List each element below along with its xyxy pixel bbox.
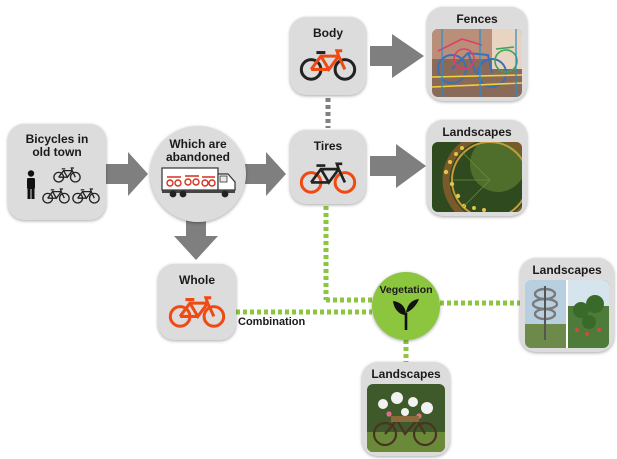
node-label: Fences — [456, 12, 498, 26]
landscapes-right-photo — [525, 280, 609, 348]
arrow-tires-to-landscapes — [370, 144, 426, 188]
arrow-body-to-fences — [370, 34, 424, 78]
arrow-abandoned-to-tires — [244, 152, 286, 196]
landscapes-bottom-photo — [367, 384, 445, 452]
fences-photo — [432, 29, 522, 97]
edge-label-combination: Combination — [238, 316, 306, 328]
bicycle-icon — [168, 296, 226, 328]
bicycle-icon — [53, 167, 81, 183]
node-label: Bicycles in old town — [25, 132, 89, 159]
node-label: Vegetation — [379, 284, 433, 296]
node-landscapes-tires: Landscapes — [427, 120, 527, 216]
bicycle-icon — [299, 49, 357, 81]
node-label: Landscapes — [442, 125, 512, 139]
landscapes-tires-photo — [432, 142, 522, 212]
node-label: Which are abandoned — [166, 137, 231, 164]
node-whole: Whole — [158, 264, 236, 340]
node-abandoned: Which are abandoned — [150, 126, 246, 222]
bicycle-icon — [72, 188, 100, 204]
sprout-icon — [393, 299, 419, 330]
arrow-bicycles-to-abandoned — [104, 152, 148, 196]
node-bicycles-old-town: Bicycles in old town — [8, 124, 106, 220]
node-label: Tires — [313, 139, 343, 153]
node-landscapes-bottom: Landscapes — [362, 362, 450, 456]
node-tires: Tires — [290, 130, 366, 204]
arrow-abandoned-to-whole — [174, 214, 218, 260]
truck-icon — [161, 167, 236, 198]
node-body: Body — [290, 17, 366, 95]
bicycle-icon — [42, 188, 70, 204]
node-label: Landscapes — [371, 367, 441, 381]
node-landscapes-right: Landscapes — [520, 258, 614, 352]
node-label: Landscapes — [532, 263, 602, 277]
node-label: Body — [313, 26, 343, 40]
node-vegetation: Vegetation — [372, 272, 440, 340]
node-label: Whole — [179, 273, 215, 287]
bicycle-icon — [299, 162, 357, 194]
node-fences: Fences — [427, 7, 527, 101]
person-icon — [27, 170, 35, 199]
